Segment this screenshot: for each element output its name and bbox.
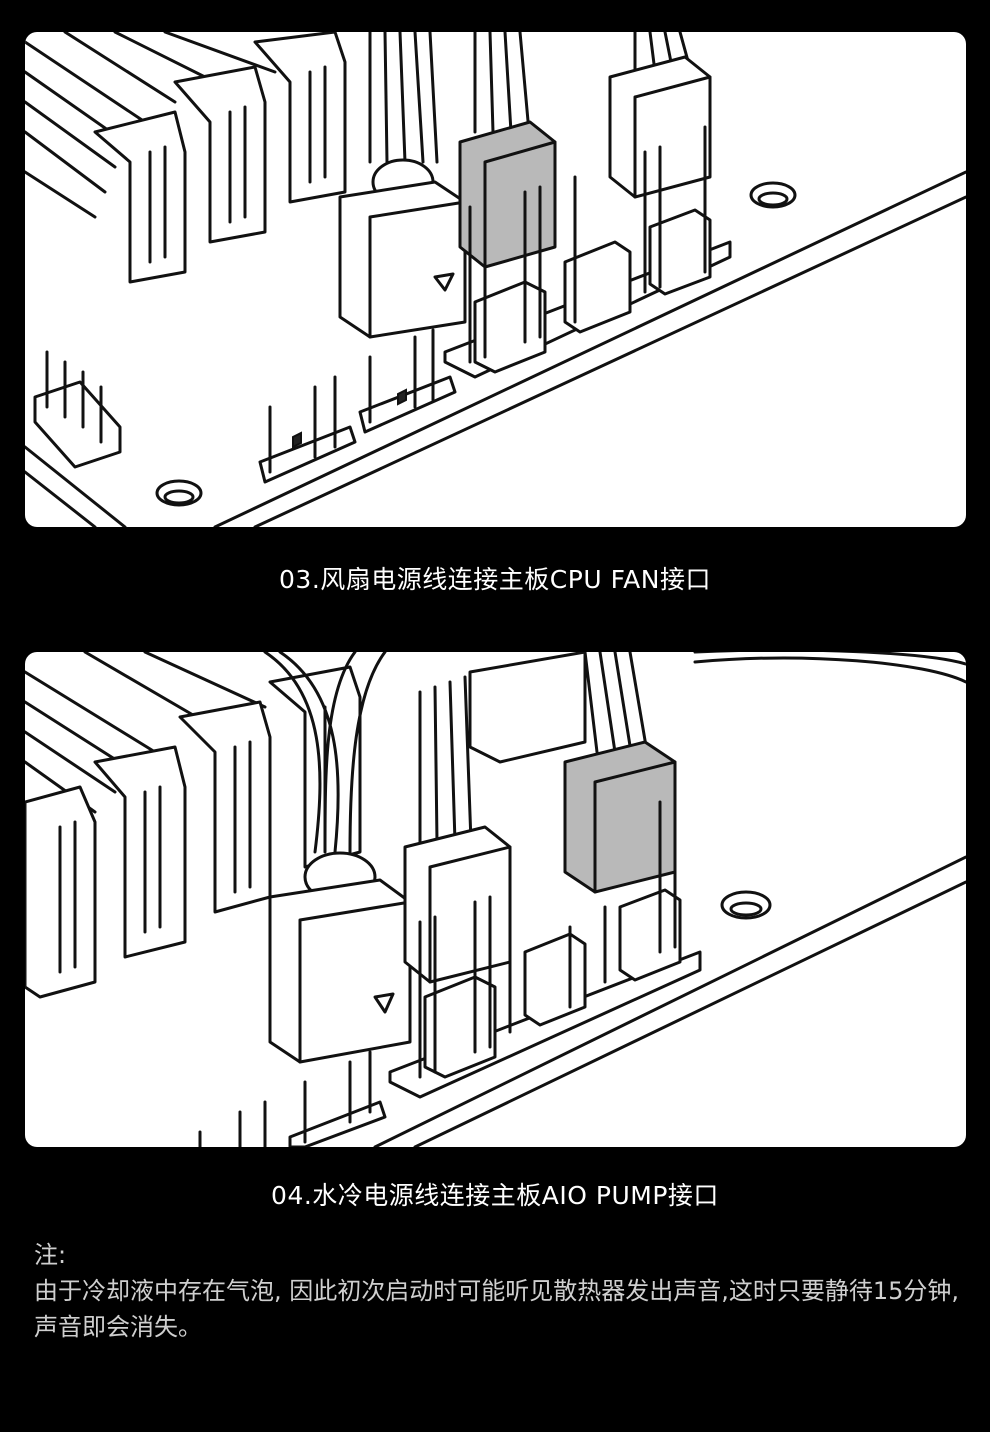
illustration-cpu-fan-connection (25, 32, 966, 527)
mount-hole-inner (757, 191, 789, 207)
illustration-aio-pump-connection (25, 652, 966, 1147)
motherboard-cpu-fan-diagram (25, 32, 966, 527)
mount-hole (749, 181, 797, 209)
pump-header-row (388, 795, 702, 1099)
board-edge-inner (25, 470, 97, 527)
note-title: 注: (34, 1241, 67, 1269)
mount-hole (155, 479, 203, 507)
pin-headers (33, 328, 457, 484)
board-edge-left (25, 445, 127, 527)
motherboard-aio-pump-diagram (25, 652, 966, 1147)
note-body: 由于冷却液中存在气泡, 因此初次启动时可能听见散热器发出声音,这时只要静待15分… (34, 1277, 960, 1341)
board-edge-right (373, 855, 966, 1147)
fan-cable-connector (268, 851, 412, 1064)
board-component (468, 652, 587, 764)
pump-cable-curve (693, 656, 966, 684)
ram-slots (25, 32, 347, 284)
pump-cable-curve2 (693, 652, 966, 666)
board-edge-inner (413, 880, 966, 1147)
step4-caption: 04.水冷电源线连接主板AIO PUMP接口 (271, 1181, 719, 1210)
side-connector (608, 32, 712, 199)
board-edge-right (213, 170, 966, 527)
step3-caption: 03.风扇电源线连接主板CPU FAN接口 (279, 565, 711, 594)
mount-hole-inner (163, 489, 195, 505)
fan-cable-connector (338, 32, 467, 339)
pin-headers (198, 1050, 387, 1147)
fan-header-row (443, 125, 732, 379)
cable-bundle (263, 652, 387, 854)
board-edge-inner2 (253, 195, 966, 527)
mount-hole-inner (729, 901, 763, 917)
